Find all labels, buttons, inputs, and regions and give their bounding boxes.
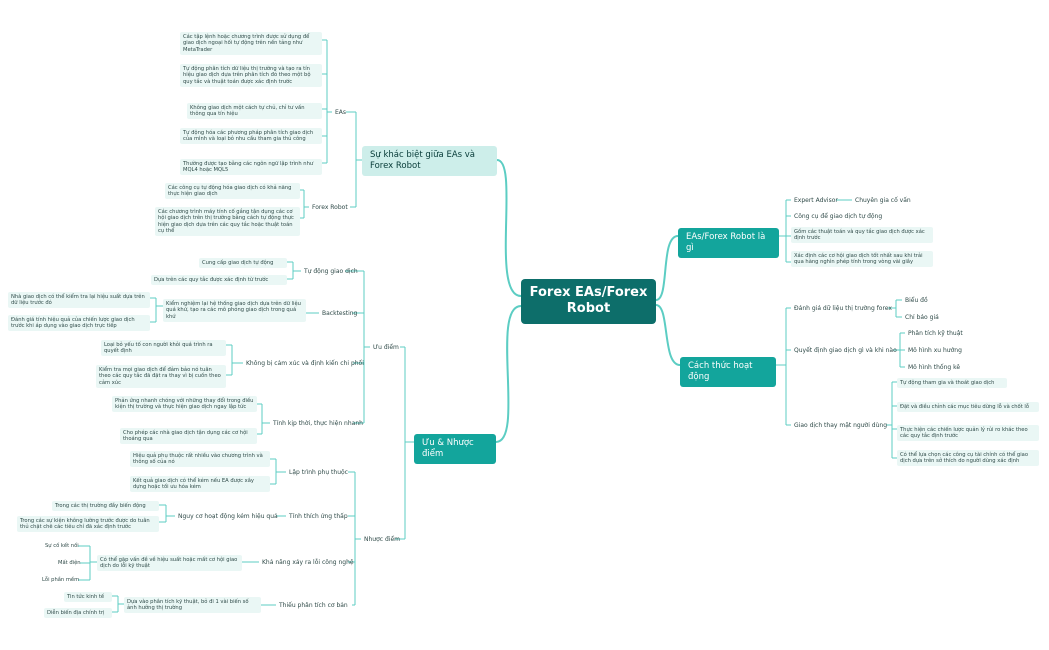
link-definition-children: [779, 199, 791, 263]
node-eas-advise-only[interactable]: Không giao dịch một cách tự chủ, chỉ tư …: [187, 103, 322, 120]
node-low-adaptability[interactable]: Tính thích ứng thấp: [289, 513, 348, 520]
link-how-children: [776, 307, 791, 426]
link-root-definition: [655, 235, 679, 301]
node-underperformance-risk[interactable]: Nguy cơ hoạt động kém hiệu quả: [178, 513, 278, 520]
node-trading-tool[interactable]: Công cụ để giao dịch tự động: [794, 213, 883, 220]
node-backtesting-3[interactable]: Đánh giá tính hiệu quả của chiến lược gi…: [8, 315, 150, 332]
node-backtesting[interactable]: Backtesting: [322, 310, 358, 317]
node-price-indicator[interactable]: Chỉ báo giá: [905, 314, 939, 321]
node-tech-failure[interactable]: Khả năng xảy ra lỗi công nghệ: [262, 559, 354, 566]
node-no-fundamental[interactable]: Thiếu phân tích cơ bản: [279, 602, 348, 609]
node-risk-management[interactable]: Thực hiện các chiến lược quản lý rủi ro …: [897, 425, 1039, 442]
node-expert-advisor-meaning[interactable]: Chuyên gia cố vấn: [855, 197, 911, 204]
topic-pros-cons[interactable]: Ưu & Nhược điểm: [414, 434, 496, 464]
link-root-proscons: [495, 305, 522, 443]
node-auto-trading-1[interactable]: Cung cấp giao dịch tự động: [199, 258, 287, 268]
link-root-differences: [496, 159, 522, 297]
node-stop-loss[interactable]: Đặt và điều chỉnh các mục tiêu dừng lỗ v…: [897, 402, 1039, 412]
topic-how-it-works[interactable]: Cách thức hoạt động: [680, 357, 776, 387]
link-proscons-children: [395, 346, 414, 540]
node-timely-1[interactable]: Phản ứng nhanh chóng với những thay đổi …: [112, 396, 257, 413]
node-no-emotion-1[interactable]: Loại bỏ yếu tố con người khỏi quá trình …: [101, 340, 226, 357]
link-techdesc-children: [78, 545, 97, 581]
link-prog-children: [270, 458, 286, 485]
node-trend-model[interactable]: Mô hình xu hướng: [908, 347, 962, 354]
link-timely-children: [257, 403, 270, 435]
link-pros-children: [345, 270, 370, 424]
link-differences-children: [346, 111, 362, 208]
node-unexpected-events[interactable]: Trong các sự kiện không lường trước được…: [17, 516, 159, 533]
topic-definition[interactable]: EAs/Forex Robot là gì: [678, 228, 779, 258]
node-auto-trading[interactable]: Tự động giao dịch: [304, 268, 358, 275]
topic-differences[interactable]: Sự khác biệt giữa EAs và Forex Robot: [362, 146, 497, 176]
node-geopolitics[interactable]: Diễn biến địa chính trị: [44, 608, 112, 618]
node-eas-automate[interactable]: Tự động hóa các phương pháp phân tích gi…: [180, 128, 322, 145]
node-backtesting-2[interactable]: Nhà giao dịch có thể kiểm tra lại hiệu s…: [8, 292, 150, 309]
link-decide-children: [893, 332, 905, 368]
link-backtest-children: [150, 297, 163, 323]
node-auto-trading-2[interactable]: Dựa trên các quy tắc được xác định từ tr…: [151, 275, 287, 285]
node-pros[interactable]: Ưu điểm: [373, 344, 399, 351]
node-robot-programs[interactable]: Các chương trình máy tính cố gắng tận dụ…: [155, 207, 300, 237]
node-software-error[interactable]: Lỗi phần mềm: [42, 577, 80, 583]
node-eas[interactable]: EAs: [335, 109, 347, 116]
node-no-emotion-2[interactable]: Kiểm tra mọi giao dịch để đảm bảo nó tuâ…: [96, 365, 226, 388]
node-find-opportunities[interactable]: Xác định các cơ hội giao dịch tốt nhất s…: [791, 251, 933, 268]
node-tech-failure-desc[interactable]: Có thể gặp vấn đề về hiệu suất hoặc mất …: [97, 555, 242, 572]
node-connection-issue[interactable]: Sự cố kết nối: [45, 543, 79, 549]
node-economic-news[interactable]: Tin tức kinh tế: [64, 592, 112, 602]
node-timely-2[interactable]: Cho phép các nhà giao dịch tận dụng các …: [120, 428, 257, 445]
link-auto-children: [287, 261, 301, 280]
node-statistical-model[interactable]: Mô hình thống kê: [908, 364, 961, 371]
node-trade-on-behalf[interactable]: Giao dịch thay mặt người dùng: [794, 422, 888, 429]
node-backtesting-1[interactable]: Kiểm nghiệm lại hệ thống giao dịch dựa t…: [163, 299, 306, 322]
node-volatile-markets[interactable]: Trong các thị trường đầy biến động: [52, 501, 159, 511]
node-eas-analysis[interactable]: Tự động phân tích dữ liệu thị trường và …: [180, 64, 322, 87]
node-evaluate-data[interactable]: Đánh giá dữ liệu thị trường forex: [794, 305, 892, 312]
link-eval-children: [888, 299, 902, 318]
root-topic[interactable]: Forex EAs/Forex Robot: [521, 279, 656, 324]
node-expert-advisor[interactable]: Expert Advisor: [794, 197, 838, 204]
link-emotion-children: [226, 344, 243, 376]
link-risk-children: [159, 504, 175, 523]
node-timely[interactable]: Tính kịp thời, thực hiện nhanh: [273, 420, 363, 427]
node-programming-1[interactable]: Hiệu quả phụ thuộc rất nhiều vào chương …: [130, 451, 270, 468]
node-eas-mql[interactable]: Thường được tạo bằng các ngôn ngữ lập tr…: [180, 159, 322, 176]
node-custom-instruments[interactable]: Có thể lựa chọn các công cụ tài chính có…: [897, 450, 1039, 467]
link-funddesc-children: [112, 595, 124, 613]
node-programming-2[interactable]: Kết quả giao dịch có thể kém nếu EA được…: [130, 476, 270, 493]
node-dependent-programming[interactable]: Lập trình phụ thuộc: [289, 469, 348, 476]
node-no-fundamental-desc[interactable]: Dựa vào phân tích kỹ thuật, bỏ đi 1 vài …: [124, 597, 261, 614]
node-power-outage[interactable]: Mất điện: [58, 560, 81, 566]
node-technical-analysis[interactable]: Phân tích kỹ thuật: [908, 330, 963, 337]
node-cons[interactable]: Nhược điểm: [364, 536, 400, 543]
node-no-emotion[interactable]: Không bị cảm xúc và định kiến chi phối: [246, 360, 364, 367]
node-decide-trade[interactable]: Quyết định giao dịch gì và khi nào: [794, 347, 897, 354]
node-forex-robot[interactable]: Forex Robot: [312, 204, 348, 211]
node-eas-definition[interactable]: Các tập lệnh hoặc chương trình được sử d…: [180, 32, 322, 55]
node-robot-tools[interactable]: Các công cụ tự động hóa giao dịch có khả…: [165, 183, 300, 200]
node-chart[interactable]: Biểu đồ: [905, 297, 928, 304]
node-algorithms[interactable]: Gồm các thuật toán và quy tắc giao dịch …: [791, 227, 933, 244]
node-auto-enter-exit[interactable]: Tự động tham gia và thoát giao dịch: [897, 378, 1007, 388]
link-trade-children: [886, 381, 897, 459]
link-robot-children: [300, 189, 309, 219]
link-cons-children: [348, 471, 361, 606]
link-eas-children: [322, 39, 332, 164]
link-root-how: [655, 304, 681, 366]
